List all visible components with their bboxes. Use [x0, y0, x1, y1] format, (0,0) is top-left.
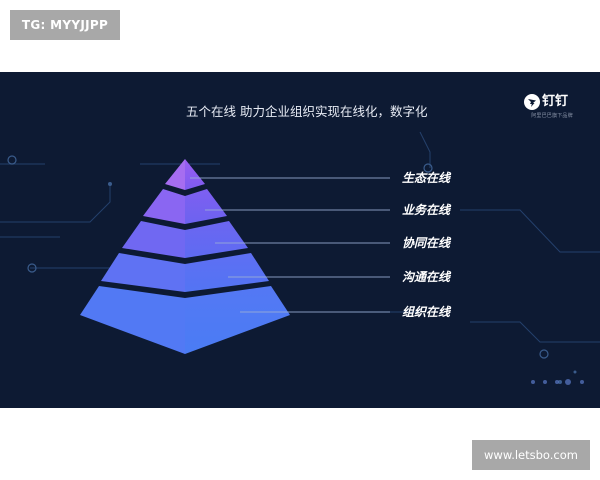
pyramid-tier-2: [143, 189, 227, 224]
pyramid-tier-3: [122, 221, 248, 258]
pyramid-tier-1: [165, 159, 205, 190]
pyramid-tier-4: [101, 253, 269, 292]
tier-leader-lines: [190, 177, 390, 313]
tier-label-collaboration: 协同在线: [402, 236, 451, 250]
tier-label-ecosystem: 生态在线: [402, 171, 451, 185]
pyramid-illustration: [0, 131, 600, 385]
banner-headline: 五个在线 助力企业组织实现在线化，数字化: [186, 104, 428, 119]
tier-label-communication: 沟通在线: [402, 270, 451, 284]
brand-slogan: 阿里巴巴旗下品牌: [531, 113, 573, 119]
promo-banner: 五个在线 助力企业组织实现在线化，数字化 钉钉 阿里巴巴旗下品牌 生态在线 业务…: [0, 72, 600, 408]
site-watermark: www.letsbo.com: [472, 440, 590, 470]
pyramid-tier-5: [80, 286, 290, 354]
tier-label-business: 业务在线: [402, 203, 451, 217]
brand-name: 钉钉: [542, 94, 569, 109]
tier-label-organization: 组织在线: [402, 305, 451, 319]
dingtalk-brand: 钉钉 阿里巴巴旗下品牌: [522, 92, 582, 128]
dingtalk-wing-icon: [524, 94, 540, 110]
top-left-tag-badge: TG: MYYJJPP: [10, 10, 120, 40]
